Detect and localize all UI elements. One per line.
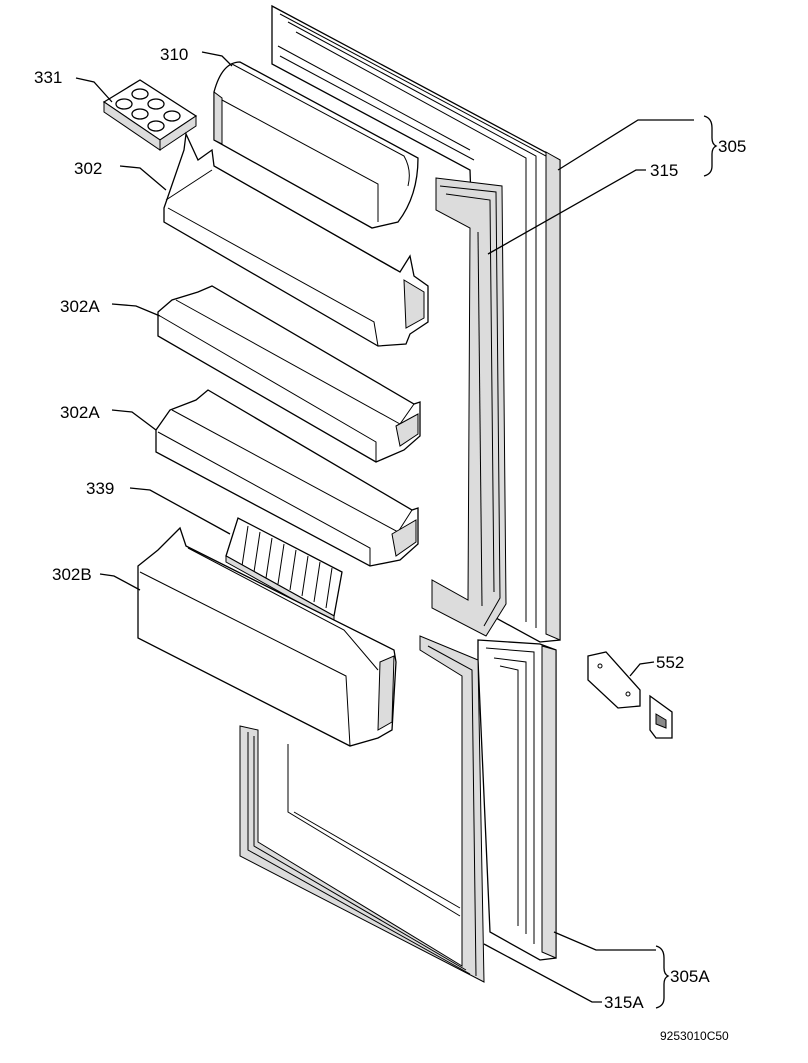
dairy-compartment-310 [213, 61, 419, 229]
callout-302: 302 [74, 159, 102, 178]
callout-302a-upper: 302A [60, 297, 100, 316]
egg-tray-331 [102, 79, 198, 151]
callout-305: 305 [718, 137, 746, 156]
callout-315a: 315A [604, 993, 644, 1012]
lower-door-305a [477, 639, 557, 961]
callout-302a-lower: 302A [60, 403, 100, 422]
callout-315: 315 [650, 161, 678, 180]
door-shelf-302a-upper [157, 285, 421, 463]
callout-302b: 302B [52, 565, 92, 584]
callout-305a: 305A [670, 967, 710, 986]
door-bin-302 [163, 131, 429, 347]
callout-331: 331 [34, 68, 62, 87]
bottle-retainer-339 [225, 517, 343, 623]
bottle-shelf-302b [137, 526, 397, 747]
hinge-bracket-552 [587, 651, 673, 739]
lower-gasket-315a [239, 635, 485, 983]
door-shelf-302a-lower [155, 389, 419, 567]
callout-339: 339 [86, 479, 114, 498]
leader-lines [75, 51, 718, 1009]
drawing-code: 9253010C50 [660, 1029, 729, 1043]
callout-310: 310 [160, 45, 188, 64]
callout-552: 552 [656, 653, 684, 672]
upper-gasket-315 [431, 177, 507, 637]
